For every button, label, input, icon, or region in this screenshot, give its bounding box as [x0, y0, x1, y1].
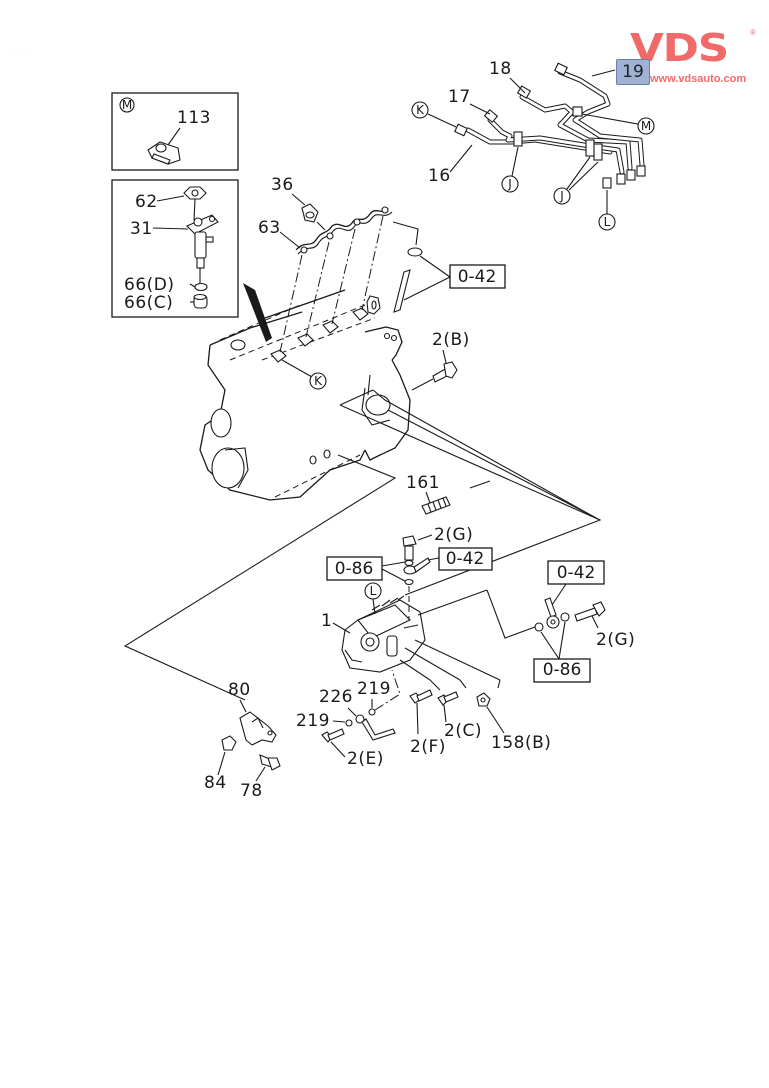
svg-text:K: K [314, 374, 323, 388]
label-219-b: 219 [296, 711, 330, 731]
label-113: 113 [177, 108, 211, 128]
label-2e: 2(E) [347, 749, 384, 769]
faint-mark: ........... [8, 50, 30, 57]
svg-text:K: K [416, 103, 425, 117]
injection-pump-1 [341, 595, 426, 673]
ref-box-0-42-right: 0-42 [547, 560, 605, 606]
svg-text:J: J [559, 189, 564, 203]
label-18: 18 [489, 59, 512, 79]
label-226: 226 [319, 687, 353, 707]
bolt-2b-icon [432, 361, 458, 383]
label-78: 78 [240, 781, 263, 801]
label-66d: 66(D) [124, 275, 175, 295]
bolt-2e-icon [321, 728, 345, 743]
washer-219-b-icon [345, 719, 353, 727]
part-19-badge[interactable]: 19 [616, 59, 650, 85]
bolt-78-icon [259, 754, 281, 771]
plug-161-icon [421, 480, 491, 515]
inset-injector: 62 31 66(D) 66(C) [111, 179, 239, 318]
lever-fitting-icon [544, 597, 560, 629]
label-161: 161 [406, 473, 440, 493]
label-2b: 2(B) [432, 330, 470, 350]
ref-box-0-86-left: 0-86 [326, 556, 406, 582]
label-84: 84 [204, 773, 227, 793]
label-158b: 158(B) [491, 733, 551, 753]
inset-part-113: M 113 [111, 92, 239, 171]
bolt-2c-icon [437, 691, 459, 706]
label-66c: 66(C) [124, 293, 173, 313]
pipe-226-icon [355, 714, 396, 741]
clamp-j-left-icon [513, 131, 523, 147]
callout-m-inset: M [119, 97, 135, 113]
ref-0-86-left: 0-86 [335, 559, 374, 579]
label-1: 1 [321, 611, 332, 631]
svg-text:L: L [604, 215, 611, 229]
clamp-113-icon [147, 141, 181, 165]
vds-url: www.vdsauto.com [650, 73, 747, 85]
callout-k-engine: K [309, 372, 327, 390]
engine-block [199, 289, 411, 501]
registered-mark: ® [750, 28, 756, 37]
label-62: 62 [135, 192, 158, 212]
label-36: 36 [271, 175, 294, 195]
clamp-m-icon [572, 106, 583, 117]
inset-frame-injector [111, 179, 239, 318]
label-2f: 2(F) [410, 737, 446, 757]
ref-0-42-top: 0-42 [458, 267, 497, 287]
label-31: 31 [130, 219, 153, 239]
clamp-j-right-a-icon [585, 139, 595, 157]
svg-text:J: J [507, 177, 512, 191]
callout-k-pipes: K [411, 101, 429, 119]
ref-0-42-mid: 0-42 [446, 549, 485, 569]
nut-62-icon [183, 186, 207, 200]
ref-box-0-42-top: 0-42 [403, 255, 506, 301]
callout-l-pipes: L [598, 213, 616, 231]
callout-j-left: J [501, 175, 519, 193]
callout-m-pipes: M [637, 117, 655, 135]
seal-66c-icon [193, 293, 208, 309]
label-219-a: 219 [357, 679, 391, 699]
pipe-nuts [454, 62, 646, 189]
injector-31-icon [186, 214, 219, 269]
label-16: 16 [428, 166, 451, 186]
bolt-2g-top-icon [402, 535, 417, 561]
hose-clip-icon [393, 247, 423, 313]
ref-0-86-right: 0-86 [543, 660, 582, 680]
leak-off-pipe-63 [295, 203, 393, 255]
ref-box-0-42-mid: 0-42 [427, 547, 493, 571]
svg-text:L: L [370, 584, 377, 598]
callout-l-pump: L [364, 582, 382, 600]
clamp-j-right-b-icon [593, 143, 603, 161]
label-17: 17 [448, 87, 471, 107]
nozzle-holders [270, 307, 369, 363]
label-63: 63 [258, 218, 281, 238]
label-2g-top: 2(G) [434, 525, 473, 545]
pointer-arrow-icon [243, 283, 272, 342]
label-80: 80 [228, 680, 251, 700]
svg-text:M: M [122, 98, 132, 112]
ref-box-0-86-right: 0-86 [533, 621, 591, 683]
washer-219-a-icon [368, 708, 376, 716]
svg-text:M: M [641, 119, 651, 133]
nut-84-icon [221, 735, 237, 751]
bracket-80-icon [239, 711, 277, 746]
injection-pipes [454, 62, 646, 189]
washer-66d-icon [194, 282, 208, 292]
callout-j-right: J [553, 187, 571, 205]
label-2g-right: 2(G) [596, 630, 635, 650]
nut-158b-icon [476, 692, 491, 707]
label-2c: 2(C) [444, 721, 482, 741]
ref-0-42-right: 0-42 [557, 563, 596, 583]
bolt-2f-icon [409, 689, 433, 704]
bolt-2g-right-icon [574, 601, 606, 622]
banjo-fitting-icon [403, 557, 431, 575]
